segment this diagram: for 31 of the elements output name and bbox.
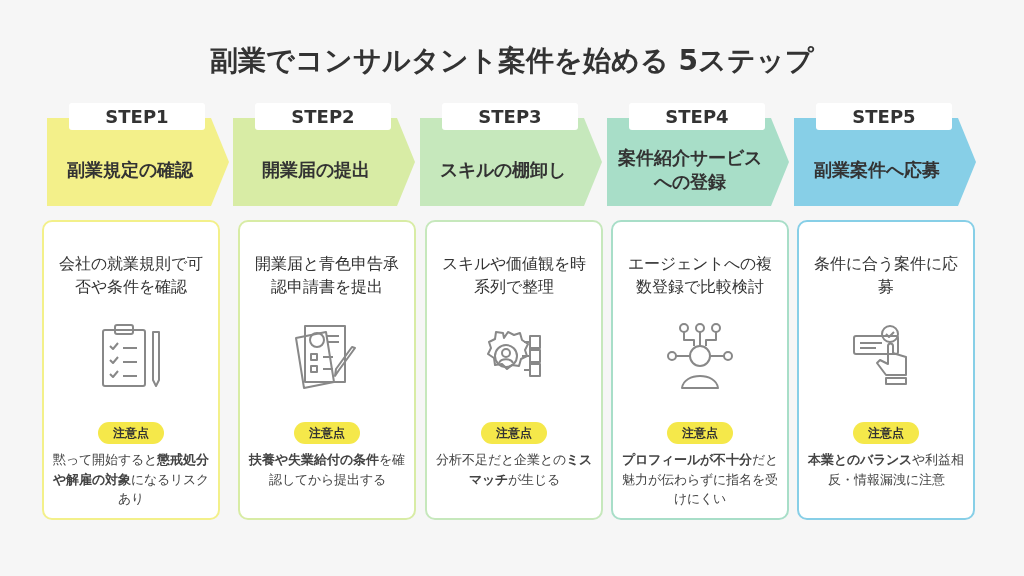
step-card [238,220,416,520]
caution-text: プロフィールが不十分だと魅力が伝わらずに指名を受けにくい [621,451,779,508]
caution-badge: 注意点 [666,422,733,444]
caution-badge: 注意点 [480,422,547,444]
caution-text: 分析不足だと企業とのミスマッチが生じる [435,451,593,489]
step-card [611,220,789,520]
step-description: エージェントへの複数登録で比較検討 [627,253,773,299]
step-title: 開業届の提出 [261,157,371,182]
step-card [797,220,975,520]
caution-text: 黙って開始すると懲戒処分や解雇の対象になるリスクあり [52,451,210,508]
step-label: STEP3 [442,103,578,130]
step-title: スキルの棚卸し [439,157,567,182]
step-title: 案件紹介サービスへの登録 [617,145,763,194]
caution-text: 扶養や失業給付の条件を確認してから提出する [248,451,406,489]
step-description: 開業届と青色申告承認申請書を提出 [254,253,400,299]
caution-badge: 注意点 [97,422,164,444]
title: 副業でコンサルタント案件を始める 5ステップ [208,43,816,79]
step-card [425,220,603,520]
step-label: STEP2 [255,103,391,130]
step-card [42,220,220,520]
caution-text: 本業とのバランスや利益相反・情報漏洩に注意 [807,451,965,489]
step-label: STEP4 [629,103,765,130]
step-description: スキルや価値観を時系列で整理 [441,253,587,299]
caution-badge: 注意点 [293,422,360,444]
step-description: 条件に合う案件に応募 [813,253,959,299]
step-label: STEP1 [69,103,205,130]
step-title: 副業案件へ応募 [813,157,941,182]
step-title: 副業規定の確認 [66,157,195,182]
step-description: 会社の就業規則で可否や条件を確認 [58,253,204,299]
caution-badge: 注意点 [852,422,919,444]
step-label: STEP5 [816,103,952,130]
